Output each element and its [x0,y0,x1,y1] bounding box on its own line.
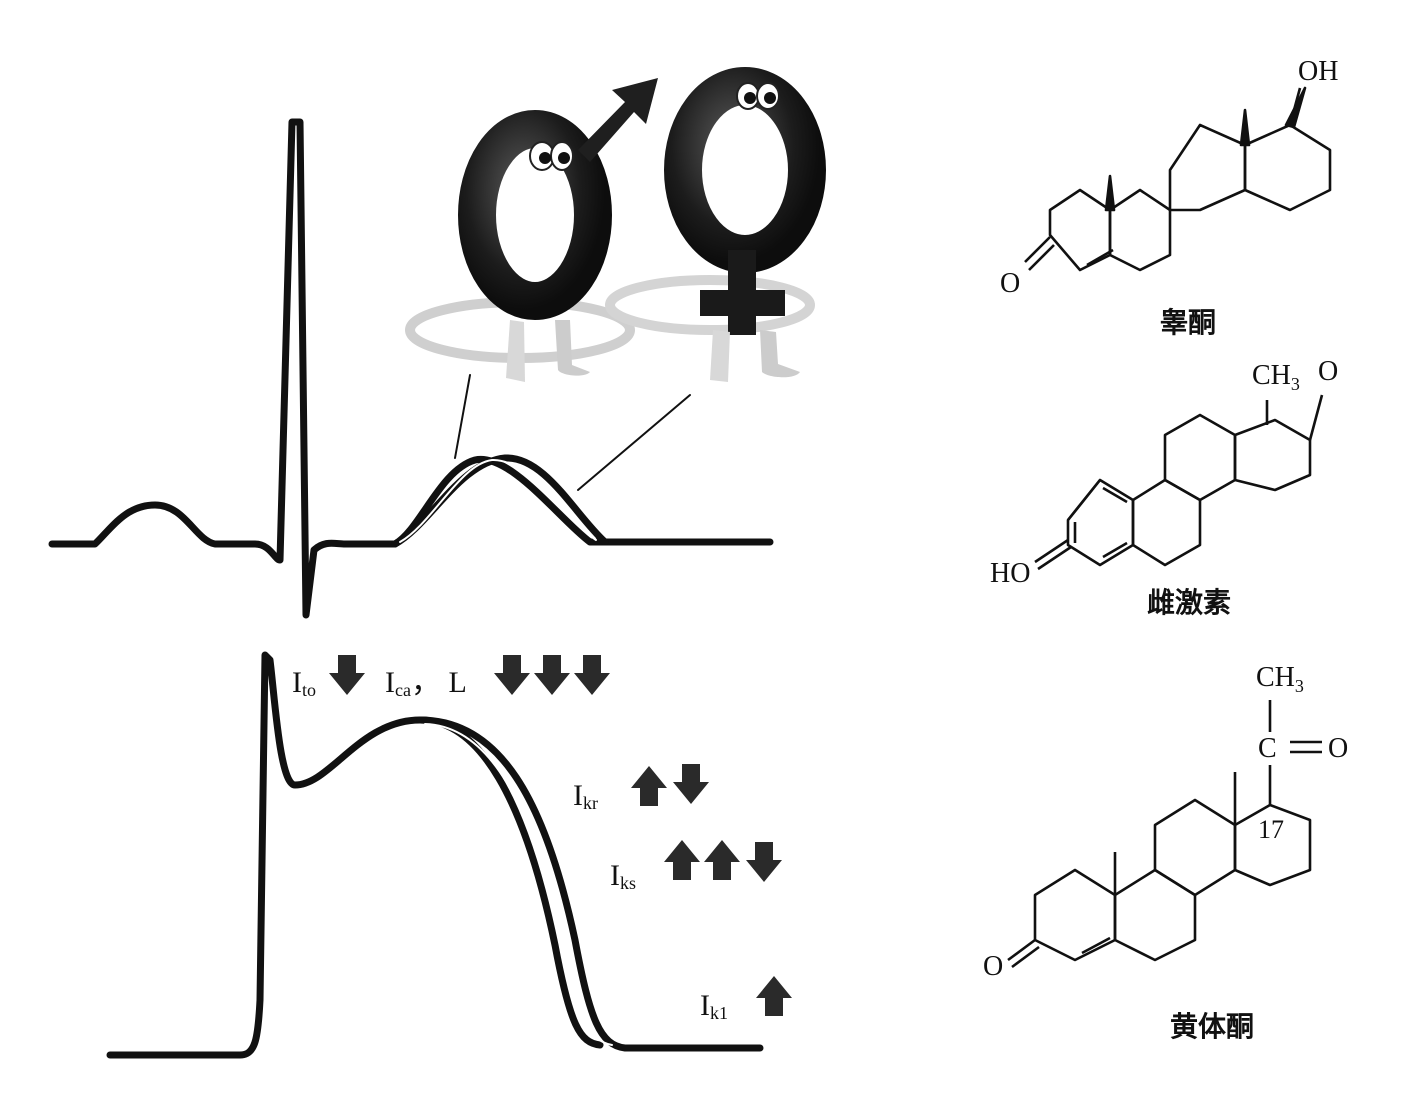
male-symbol-character [405,78,658,382]
ecg-shifted-t-wave-inner [399,458,597,543]
female-leg-right [760,330,800,378]
action-potential-trace [106,651,764,1059]
oh-wedge [1284,86,1307,129]
male-leg-right [555,320,590,376]
methyl-wedge-10 [1104,174,1116,212]
estrone-ch3-label: CH3 [1252,360,1300,394]
double-bond-4-5 [1086,248,1114,267]
label-ica-l: Ica， L [385,666,467,700]
ring-c [1168,123,1247,212]
female-leg-left [710,330,730,382]
ring-c [1153,798,1237,897]
progesterone-structure [1007,700,1322,969]
up-arrow-icon [756,976,792,1016]
ring-b [1113,868,1197,962]
female-shadow [605,275,815,335]
keto-bond-a [1024,236,1051,263]
progesterone-o-label: O [983,951,1003,982]
hydroxy-bond-b [1037,545,1072,571]
ring-b [1131,478,1202,567]
aromatic-inner-2 [1102,486,1128,504]
down-arrow-icon [329,655,365,695]
female-crossbar [700,290,785,316]
ring-d [1243,123,1332,212]
female-ring [664,67,826,273]
estrone-structure [1034,394,1324,571]
down-arrow-icon [574,655,610,695]
ion-current-labels: Ito Ica， L Ikr Iks Ik1 [292,666,728,1023]
estrone-name: 雌激素 [1147,586,1231,619]
male-pupil-left [539,152,551,164]
progesterone-keto-o-label: O [1328,733,1348,764]
methyl-wedge-13 [1239,108,1251,147]
ecg-trace [48,118,774,619]
down-arrow-icon [746,842,782,882]
female-symbol-character [605,67,826,382]
label-ikr: Ikr [573,779,598,813]
testosterone-oh-label: OH [1298,56,1338,87]
ring-d [1233,418,1312,492]
aromatic-inner-3 [1102,541,1128,559]
ecg-main-line [48,118,774,619]
estrone-o-label: O [1318,356,1338,387]
down-arrow-icon [673,764,709,804]
ring-a-top-bond [1066,479,1102,521]
hydroxy-bond-a [1034,538,1069,564]
label-ito: Ito [292,666,316,700]
progesterone-c17-label: 17 [1258,815,1284,844]
keto-bond-b [1011,945,1040,969]
ring-c [1163,413,1237,502]
progesterone-ch3-label: CH3 [1256,662,1304,696]
current-change-arrows [329,655,792,1016]
male-leg-left [506,320,525,382]
ring-a-aromatic [1066,478,1135,567]
up-arrow-icon [704,840,740,880]
pointer-line-male [454,374,471,459]
male-ring [458,110,612,320]
double-bond-4-5 [1081,936,1111,955]
progesterone-c-label: C [1258,733,1277,764]
testosterone-o-label: O [1000,268,1020,299]
testosterone-structure [1024,86,1332,272]
ap-main-line [106,651,764,1059]
estrone-ho-label: HO [990,558,1030,589]
up-arrow-icon [631,766,667,806]
pointer-line-female [577,394,691,491]
progesterone-name: 黄体酮 [1170,1010,1254,1043]
testosterone-name: 睾酮 [1160,306,1216,339]
up-arrow-icon [664,840,700,880]
ring-a [1033,868,1117,962]
male-pupil-right [558,152,570,164]
keto-bond [1308,394,1324,441]
down-arrow-icon [494,655,530,695]
label-ik1: Ik1 [700,989,728,1023]
ring-b [1108,188,1172,272]
keto-bond-b [1028,244,1055,271]
ap-shifted-repolarization-inner [424,723,613,1046]
label-iks: Iks [610,859,636,893]
male-arrow [578,78,658,162]
female-pupil-left [744,92,756,104]
female-pupil-right [764,92,776,104]
down-arrow-icon [534,655,570,695]
ecg-shifted-t-wave-outer [391,454,609,548]
keto-bond-a [1007,938,1036,962]
